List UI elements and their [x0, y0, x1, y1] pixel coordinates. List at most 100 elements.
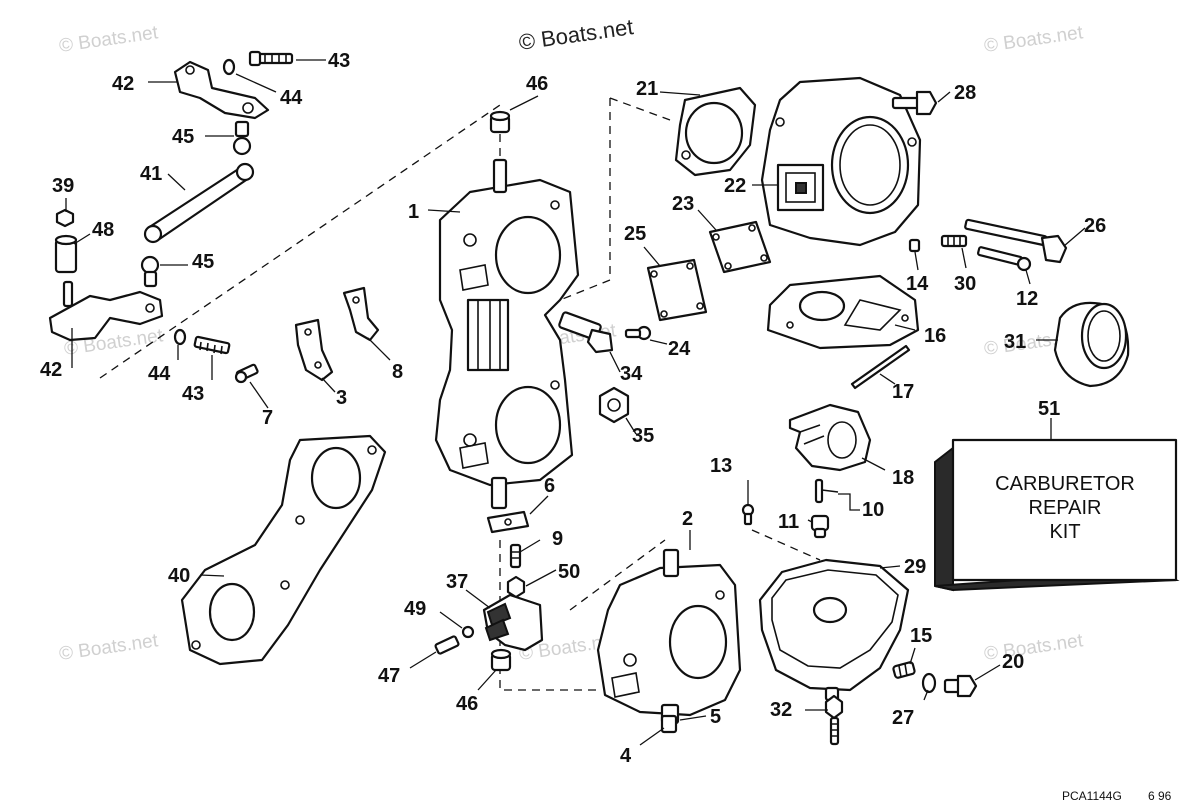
- part-5-fitting: [660, 714, 678, 734]
- watermark-top-right: © Boats.net: [983, 22, 1085, 57]
- label-37: 37: [446, 571, 468, 593]
- part-46-bottom-cap: [490, 648, 512, 672]
- label-10: 10: [862, 499, 884, 521]
- label-41: 41: [140, 163, 162, 185]
- part-44-top-washer: [222, 58, 236, 76]
- diagram-date: 6 96: [1148, 789, 1172, 803]
- part-27-washer: [921, 672, 937, 694]
- label-2: 2: [682, 508, 693, 530]
- part-14-cap: [908, 238, 921, 253]
- part-18-float: [788, 403, 872, 472]
- label-39: 39: [52, 175, 74, 197]
- part-30-spring: [940, 234, 968, 248]
- part-44-bottom-washer: [173, 328, 187, 346]
- label-27: 27: [892, 707, 914, 729]
- part-50-nut: [506, 575, 526, 599]
- label-17: 17: [892, 381, 914, 403]
- part-1-carb-body: [434, 158, 580, 510]
- label-44-top: 44: [280, 87, 303, 109]
- dash-line-left-linkage: [99, 104, 501, 379]
- part-51-kit-box: [934, 438, 1180, 592]
- label-31: 31: [1004, 331, 1026, 353]
- part-12-screw: [977, 246, 1032, 272]
- dash-line-13-to-bowl: [751, 529, 821, 561]
- part-35-nut: [598, 386, 630, 424]
- label-40: 40: [168, 565, 190, 587]
- watermark-top-center: © Boats.net: [517, 14, 635, 55]
- label-32: 32: [770, 699, 792, 721]
- part-39-nut: [55, 208, 75, 228]
- label-42-bottom: 42: [40, 359, 62, 381]
- part-9-screw: [509, 543, 522, 569]
- label-20: 20: [1002, 651, 1024, 673]
- part-32-screw: [824, 694, 844, 746]
- part-49-washer: [461, 625, 475, 639]
- label-6: 6: [544, 475, 555, 497]
- part-48-spacer: [54, 234, 78, 274]
- label-5: 5: [710, 706, 721, 728]
- label-46-bottom: 46: [456, 693, 478, 715]
- part-22-intake-housing: [760, 76, 922, 247]
- label-43-top: 43: [328, 50, 350, 72]
- label-21: 21: [636, 78, 658, 100]
- part-20-plug: [943, 674, 978, 698]
- label-46-top: 46: [526, 73, 548, 95]
- part-42-top-lever: [173, 60, 270, 120]
- label-4: 4: [620, 745, 632, 767]
- kit-text-line1: CARBURETOR: [995, 473, 1135, 495]
- label-43-bottom: 43: [182, 383, 204, 405]
- label-47: 47: [378, 665, 400, 687]
- label-29: 29: [904, 556, 926, 578]
- label-45-mid: 45: [192, 251, 214, 273]
- diagram-code: PCA1144G: [1062, 789, 1122, 803]
- label-14: 14: [906, 273, 929, 295]
- part-17-pin: [850, 344, 911, 390]
- part-13-screw: [741, 503, 755, 526]
- label-50: 50: [558, 561, 580, 583]
- part-7-screw: [234, 363, 259, 384]
- part-46-top-cap: [489, 110, 511, 134]
- part-43-top-screw: [248, 50, 294, 67]
- dash-line-bottom-46: [499, 540, 600, 691]
- part-37-bracket: [482, 593, 544, 652]
- label-35: 35: [632, 425, 654, 447]
- label-22: 22: [724, 175, 746, 197]
- dash-line-top-right: [559, 97, 671, 301]
- part-24-screw: [624, 325, 652, 341]
- part-34-bolt: [558, 311, 614, 354]
- label-48: 48: [92, 219, 114, 241]
- label-18: 18: [892, 467, 914, 489]
- part-6-clip: [486, 510, 530, 534]
- part-45-top-ball-stud: [232, 120, 252, 156]
- label-8: 8: [392, 361, 403, 383]
- part-labels: 42 43 44 45 41 39 48 45 42 44 43 7 3 8 1…: [40, 50, 1106, 767]
- part-15-spring: [892, 661, 916, 679]
- label-9: 9: [552, 528, 563, 550]
- watermark-top-left: © Boats.net: [58, 22, 160, 57]
- part-21-gasket: [674, 86, 757, 177]
- label-11: 11: [778, 511, 799, 533]
- part-40-gasket: [180, 434, 387, 666]
- label-42-top: 42: [112, 73, 134, 95]
- kit-text-line2: REPAIR: [1029, 497, 1102, 519]
- part-42-bottom-lever: [48, 280, 164, 342]
- part-2-lower-carb-body: [596, 548, 742, 725]
- label-25: 25: [624, 223, 646, 245]
- part-26-long-screw: [964, 218, 1068, 264]
- label-15: 15: [910, 625, 932, 647]
- dash-line-2-to-bowl: [569, 539, 666, 611]
- part-11-seat: [810, 514, 830, 539]
- part-29-float-bowl: [758, 558, 910, 702]
- label-12: 12: [1016, 288, 1038, 310]
- label-24: 24: [668, 338, 691, 360]
- label-45-top: 45: [172, 126, 194, 148]
- part-28-bolt: [891, 90, 938, 116]
- label-1: 1: [408, 201, 419, 223]
- label-13: 13: [710, 455, 732, 477]
- label-28: 28: [954, 82, 976, 104]
- kit-text-line3: KIT: [1049, 521, 1080, 543]
- label-26: 26: [1084, 215, 1106, 237]
- label-44-bottom: 44: [148, 363, 171, 385]
- part-45-mid-ball-stud: [140, 255, 160, 288]
